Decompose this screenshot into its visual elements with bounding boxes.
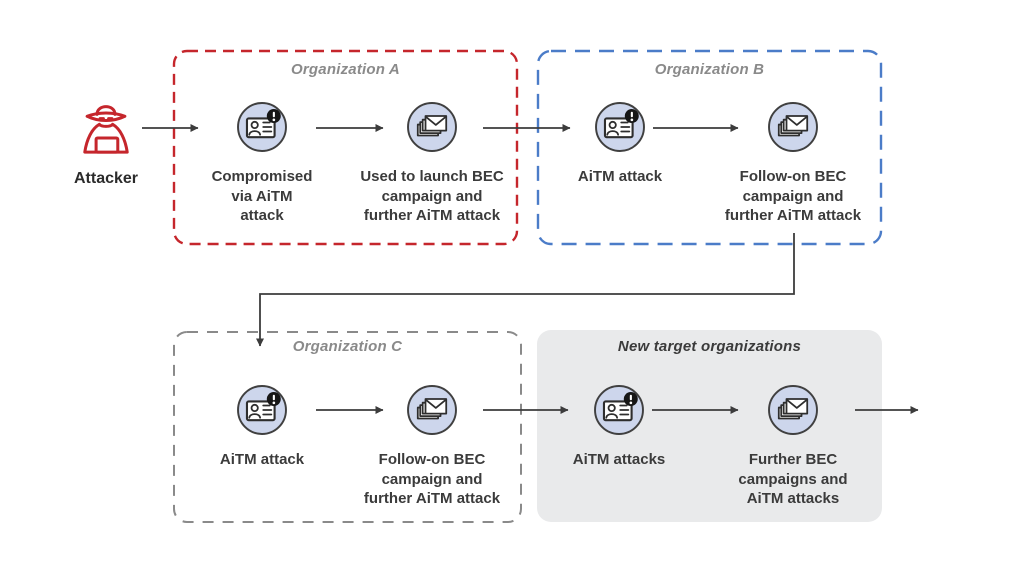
new-targets-title: New target organizations [617, 338, 802, 355]
org-b-title: Organization B [654, 61, 765, 78]
node-label: AiTM attacks [572, 451, 666, 468]
node-org-a-bec: Used to launch BEC campaign and further … [337, 101, 527, 226]
node-label: AiTM attack [577, 168, 663, 185]
compromised-account-icon [594, 101, 646, 153]
bec-mail-stack-icon [406, 101, 458, 153]
node-label: AiTM attack [219, 451, 305, 468]
node-org-c-aitm: AiTM attack [167, 384, 357, 470]
node-org-b-bec: Follow-on BEC campaign and further AiTM … [698, 101, 888, 226]
node-label: Used to launch BEC campaign and further … [360, 168, 504, 224]
node-org-a-compromised: Compromised via AiTM attack [167, 101, 357, 226]
node-label: Follow-on BEC campaign and further AiTM … [363, 451, 501, 507]
bec-mail-stack-icon [767, 101, 819, 153]
spy-attacker-icon [75, 96, 137, 162]
compromised-account-icon [236, 384, 288, 436]
attacker-figure: Attacker [62, 96, 150, 188]
org-c-title: Organization C [292, 338, 403, 355]
bec-mail-stack-icon [767, 384, 819, 436]
node-org-b-aitm: AiTM attack [525, 101, 715, 187]
new-targets-panel [537, 330, 882, 522]
node-new-targets-bec: Further BEC campaigns and AiTM attacks [698, 384, 888, 509]
compromised-account-icon [593, 384, 645, 436]
node-label: Follow-on BEC campaign and further AiTM … [724, 168, 862, 224]
attacker-label: Attacker [73, 170, 139, 187]
node-label: Further BEC campaigns and AiTM attacks [738, 451, 848, 507]
compromised-account-icon [236, 101, 288, 153]
org-a-title: Organization A [291, 61, 400, 78]
node-label: Compromised via AiTM attack [211, 168, 313, 224]
node-org-c-bec: Follow-on BEC campaign and further AiTM … [337, 384, 527, 509]
bec-mail-stack-icon [406, 384, 458, 436]
node-new-targets-aitm: AiTM attacks [524, 384, 714, 470]
